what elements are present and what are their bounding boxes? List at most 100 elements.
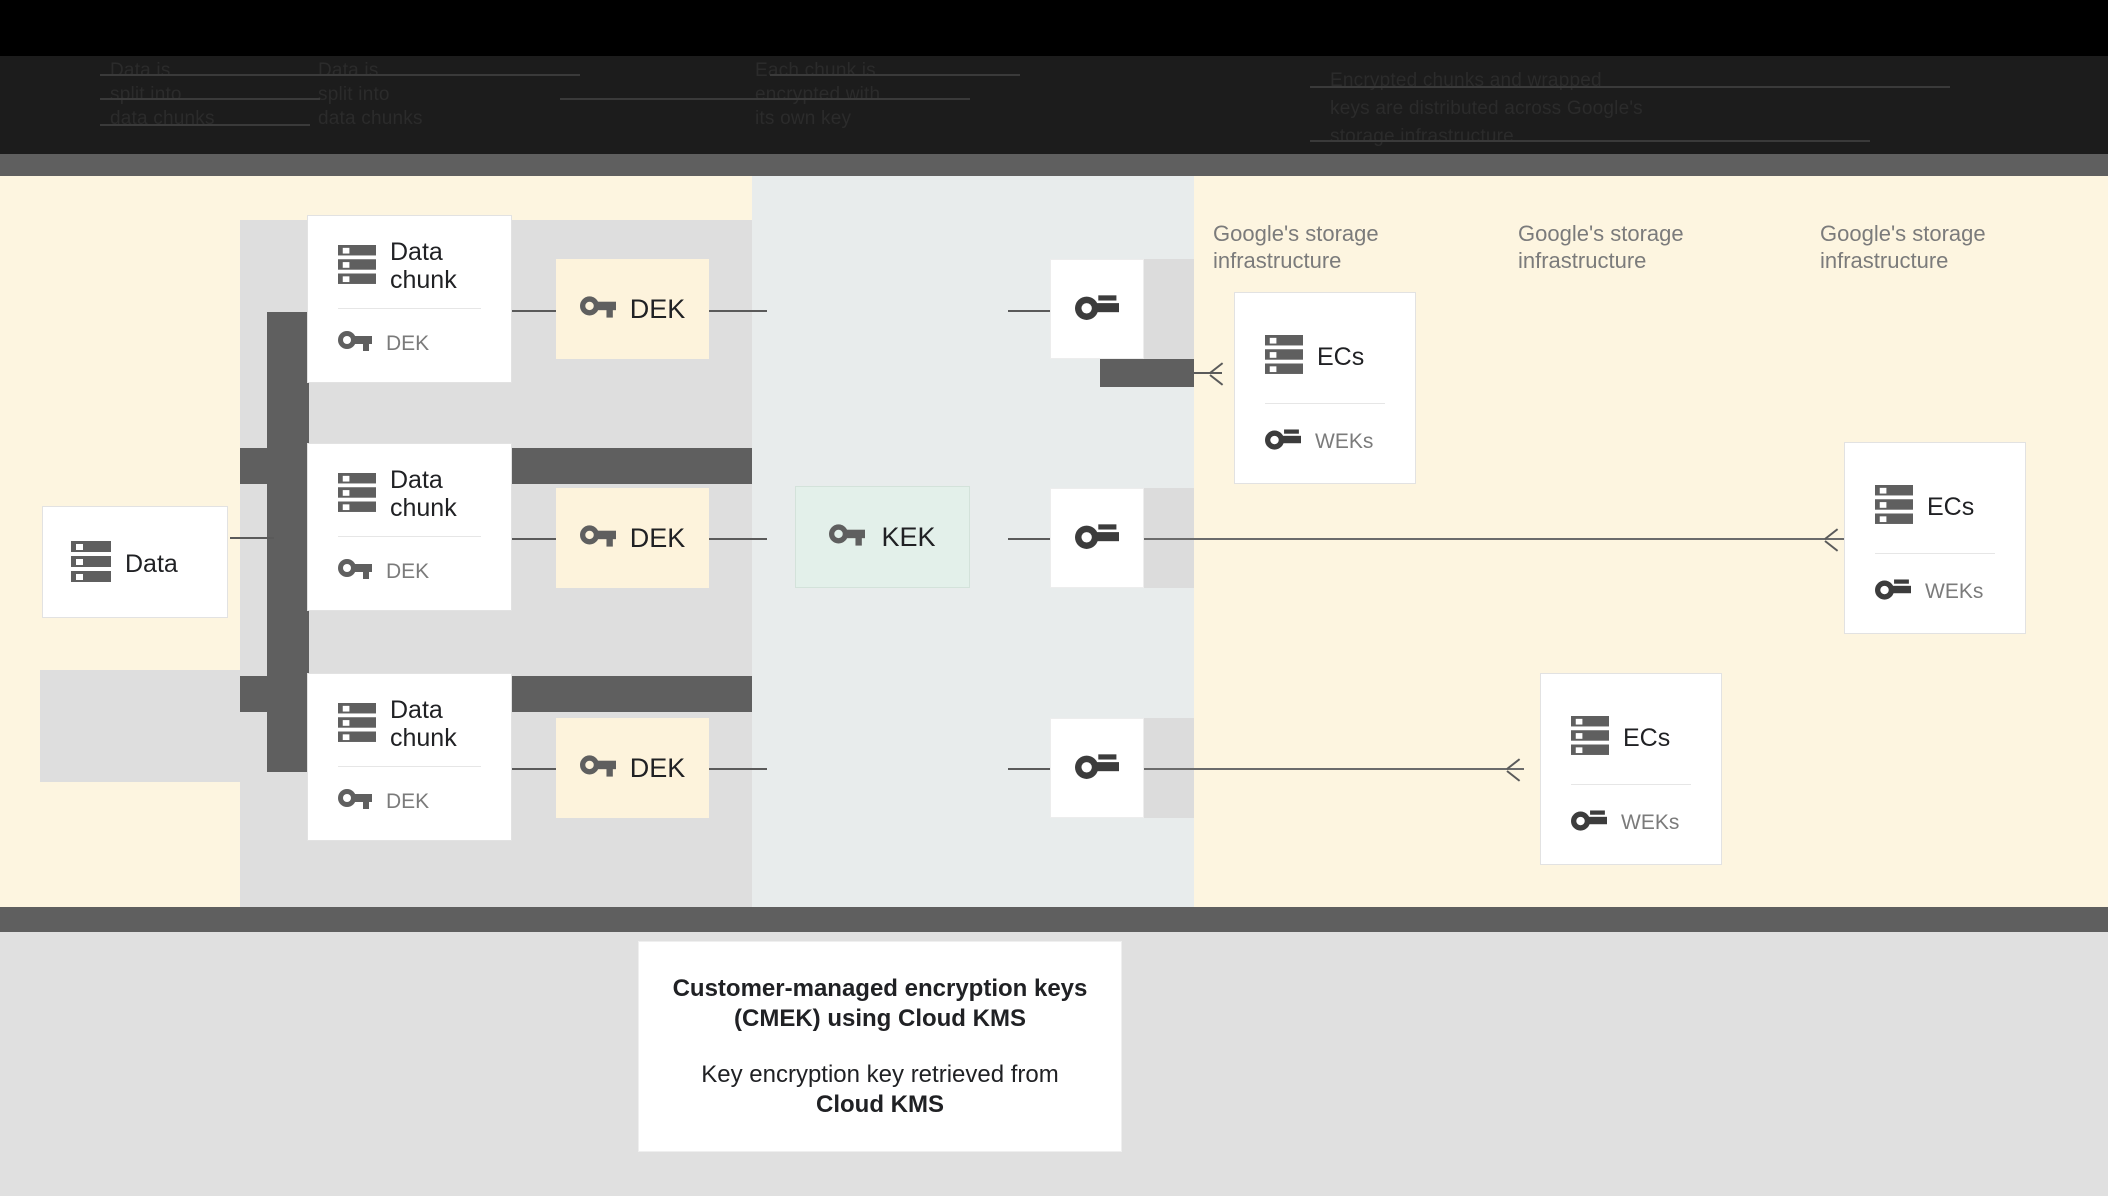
header-line-12: storage infrastructure	[1330, 126, 1514, 147]
header-line-2: split into	[110, 84, 182, 105]
arrow-line-to-ecs-1	[1194, 372, 1222, 374]
connector-kek-to-wek	[1008, 538, 1066, 540]
chunk-branch-spine	[267, 312, 309, 772]
key-icon	[1265, 426, 1301, 457]
header-strike-1	[100, 74, 290, 76]
header-strike-5	[100, 98, 320, 100]
data-chunk-card-2[interactable]: Data chunk DEK	[307, 443, 512, 611]
key-icon	[338, 559, 372, 584]
storage-caption-1: Google's storage infrastructure	[1213, 221, 1379, 273]
arrow-head-ecs-1	[1210, 364, 1224, 382]
server-icon	[1571, 714, 1609, 761]
connector-chunk3-to-dek3	[512, 768, 556, 770]
caption-title-line2: (CMEK) using Cloud KMS	[734, 1004, 1026, 1032]
connector-chunk1-to-dek1	[512, 310, 556, 312]
arrow-line-to-ecs-2	[1144, 538, 1844, 540]
ecs-card-label-1: ECs	[1317, 342, 1365, 371]
key-icon	[1571, 807, 1607, 838]
data-source-card[interactable]: Data	[42, 506, 228, 618]
ecs-card-2[interactable]: ECs WEKs	[1844, 442, 2026, 634]
arrow-head-ecs-2	[1825, 530, 1839, 548]
data-chunk-card-1[interactable]: Data chunk DEK	[307, 215, 512, 383]
wrapped-key-tile-3[interactable]	[1050, 718, 1144, 818]
caption-body: Key encryption key retrieved from Cloud …	[701, 1060, 1058, 1120]
header-obscured-text-band: Data is split into data chunks Data is s…	[0, 56, 2108, 154]
wek1-dark-stub	[1100, 359, 1194, 387]
data-source-label: Data	[125, 549, 178, 578]
wrapped-key-tile-2[interactable]	[1050, 488, 1144, 588]
connector-kek-line-1	[1008, 310, 1058, 312]
header-line-3: data chunks	[110, 108, 215, 129]
storage-caption-2: Google's storage infrastructure	[1518, 221, 1684, 273]
connector-dek1-to-wek1	[709, 310, 767, 312]
header-black-band	[0, 0, 2108, 56]
dek-chip-1[interactable]: DEK	[556, 259, 709, 359]
arrow-head-ecs-3	[1507, 760, 1521, 778]
ecs-card-label-2: ECs	[1927, 492, 1975, 521]
dek-chip-3[interactable]: DEK	[556, 718, 709, 818]
key-icon	[1075, 751, 1119, 786]
server-icon	[338, 471, 376, 518]
server-icon	[338, 243, 376, 290]
card-divider	[338, 308, 481, 309]
caption-body-line2: Cloud KMS	[816, 1090, 944, 1118]
header-line-11: keys are distributed across Google's	[1330, 98, 1643, 119]
header-line-9: its own key	[755, 108, 852, 129]
server-icon	[71, 539, 111, 588]
header-strike-4	[1310, 86, 1950, 88]
caption-title-line1: Customer-managed encryption keys	[672, 974, 1088, 1002]
key-icon	[579, 295, 616, 323]
dek-chip-2[interactable]: DEK	[556, 488, 709, 588]
card-divider	[1571, 784, 1691, 785]
connector-dek2-to-wek2	[709, 538, 767, 540]
ecs-card-3[interactable]: ECs WEKs	[1540, 673, 1722, 865]
ecs-card-key-label-2: WEKs	[1925, 579, 1984, 603]
data-chunk-key-label-2: DEK	[386, 559, 430, 583]
connector-chunk2-to-dek2	[512, 538, 556, 540]
data-chunk-card-3[interactable]: Data chunk DEK	[307, 673, 512, 841]
header-divider-rule	[0, 154, 2108, 176]
ecs-card-label-3: ECs	[1623, 723, 1671, 752]
storage-caption-3: Google's storage infrastructure	[1820, 221, 1986, 273]
card-divider	[1875, 553, 1995, 554]
lane-source	[40, 670, 256, 782]
key-icon	[338, 331, 372, 356]
dek-chip-label-1: DEK	[629, 293, 686, 324]
header-line-8: encrypted with	[755, 84, 881, 105]
data-chunk-key-label-1: DEK	[386, 331, 430, 355]
key-icon	[579, 754, 616, 782]
header-strike-6	[560, 98, 970, 100]
arrow-line-to-ecs-3	[1144, 768, 1524, 770]
header-line-7: Each chunk is	[755, 60, 876, 81]
data-chunk-label-1: Data chunk	[390, 238, 457, 294]
diagram-canvas: Data Data chunk	[0, 176, 2108, 968]
key-icon	[338, 789, 372, 814]
connector-kek-line-3	[1008, 768, 1058, 770]
bottom-divider-rule	[0, 907, 2108, 932]
server-icon	[1875, 483, 1913, 530]
card-divider	[338, 536, 481, 537]
dek-chip-label-3: DEK	[629, 752, 686, 783]
caption-body-line1: Key encryption key retrieved from	[701, 1060, 1059, 1088]
wrapped-key-tile-1[interactable]	[1050, 259, 1144, 359]
card-divider	[1265, 403, 1385, 404]
key-icon	[1875, 576, 1911, 607]
kek-chip[interactable]: KEK	[795, 486, 970, 588]
data-chunk-key-label-3: DEK	[386, 789, 430, 813]
key-icon	[1075, 292, 1119, 327]
header-line-10: Encrypted chunks and wrapped	[1330, 70, 1602, 91]
key-icon	[829, 523, 866, 551]
key-icon	[1075, 521, 1119, 556]
caption-title: Customer-managed encryption keys (CMEK) …	[673, 974, 1088, 1034]
header-line-6: data chunks	[318, 108, 423, 129]
header-strike-3	[770, 74, 1020, 76]
ecs-card-key-label-3: WEKs	[1621, 810, 1680, 834]
ecs-card-1[interactable]: ECs WEKs	[1234, 292, 1416, 484]
header-strike-8	[1310, 140, 1870, 142]
header-line-5: split into	[318, 84, 390, 105]
server-icon	[1265, 333, 1303, 380]
ecs-card-key-label-1: WEKs	[1315, 429, 1374, 453]
header-line-1: Data is	[110, 60, 171, 81]
connector-data-to-spine	[230, 537, 274, 539]
